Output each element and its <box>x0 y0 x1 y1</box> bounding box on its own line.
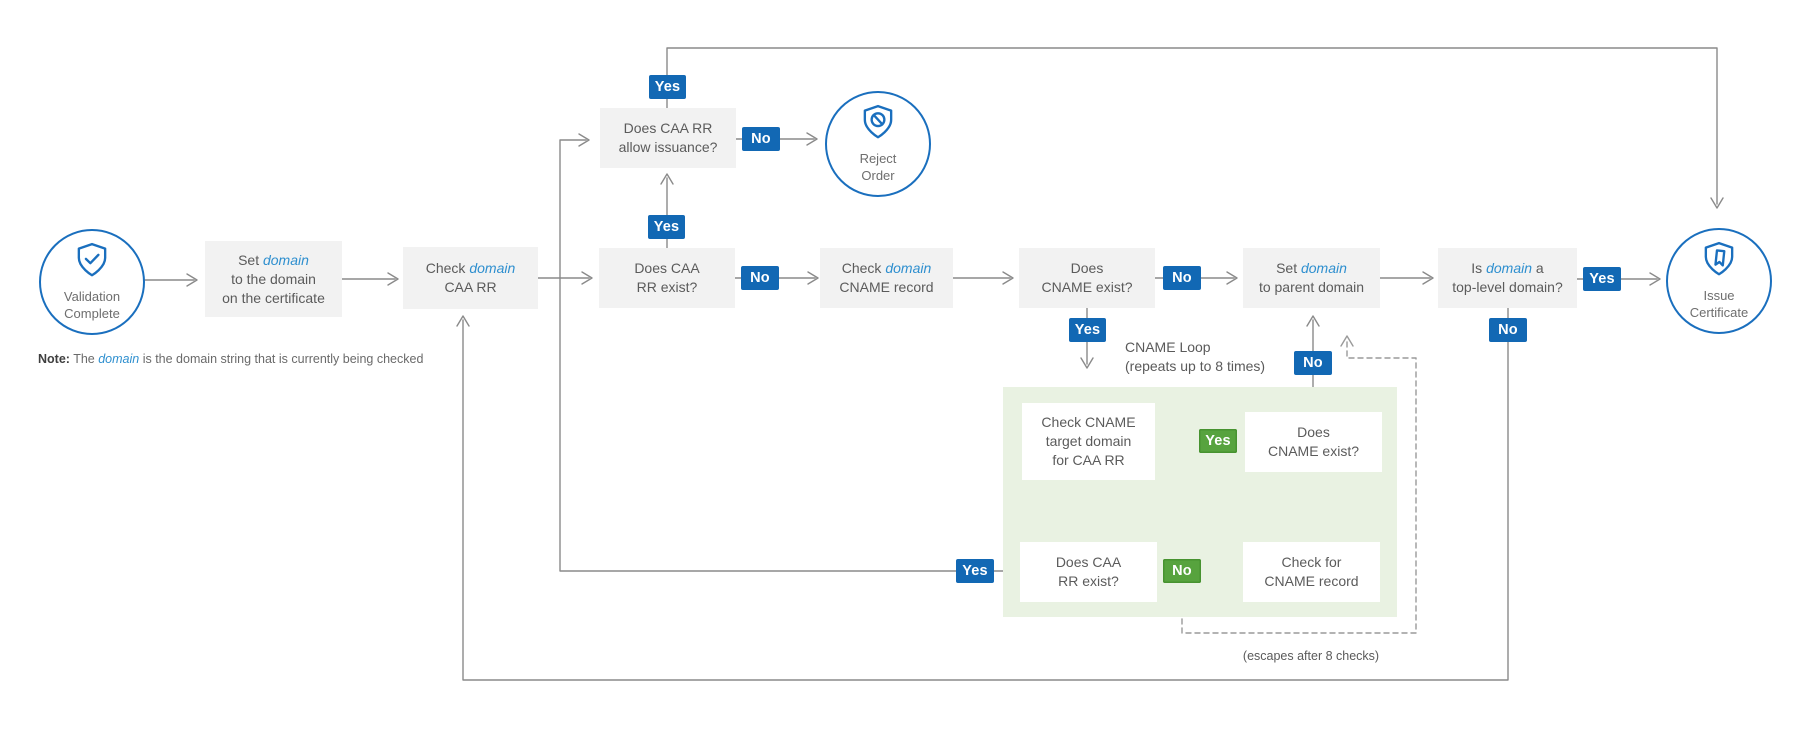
node-validation-complete: Validation Complete <box>39 229 145 335</box>
node-reject-order: Reject Order <box>825 91 931 197</box>
terminal-label: Certificate <box>1689 305 1749 320</box>
box-does-cname-exist: Does CNAME exist? <box>1019 248 1155 308</box>
domain-term: domain <box>1486 260 1532 276</box>
box-set-domain-cert: Set domain to the domain on the certific… <box>205 241 342 317</box>
box-set-domain-parent: Set domain to parent domain <box>1243 248 1380 308</box>
domain-term: domain <box>469 260 516 276</box>
box-does-cname-exist-loop: Does CNAME exist? <box>1245 412 1382 472</box>
box-does-caa-rr-exist: Does CAA RR exist? <box>599 248 735 308</box>
terminal-label: Complete <box>64 306 120 321</box>
domain-term: domain <box>1300 260 1347 276</box>
box-does-caa-rr-exist-loop: Does CAA RR exist? <box>1020 542 1157 602</box>
badge-no-cname-to-parent: No <box>1163 266 1201 290</box>
terminal-label: Order <box>861 168 895 183</box>
box-check-cname-target: Check CNAME target domain for CAA RR <box>1022 403 1155 480</box>
domain-term: domain <box>885 260 932 276</box>
line-setdomain-to-checkcaa <box>341 272 399 286</box>
box-check-for-cname-record: Check for CNAME record <box>1243 542 1380 602</box>
badge-no-to-reject: No <box>742 127 780 151</box>
badge-yes-cname-to-loop: Yes <box>1069 318 1106 342</box>
domain-term: domain <box>262 251 309 268</box>
badge-no-tld-loop: No <box>1489 318 1527 342</box>
shield-certificate-icon <box>1702 241 1736 281</box>
line-checkcaa-to-caaexist <box>537 271 593 285</box>
shield-block-icon <box>861 104 895 144</box>
badge-yes-allow-to-issue: Yes <box>649 75 686 99</box>
escape-label: (escapes after 8 checks) <box>1242 649 1380 663</box>
badge-no-exist-to-cname: No <box>741 266 779 290</box>
badge-yes-loopcaa-to-allow: Yes <box>956 559 994 583</box>
line-validation-to-setdomain <box>140 273 198 287</box>
line-yes-loopcaa-to-allow <box>559 133 1021 572</box>
badge-yes-exist-to-allow: Yes <box>648 215 685 239</box>
terminal-label: Issue <box>1703 288 1735 303</box>
line-escape-arrowhead <box>1340 335 1354 347</box>
badge-no-loopcname-to-parent: No <box>1294 351 1332 375</box>
cname-loop-label: CNAME Loop (repeats up to 8 times) <box>1125 339 1266 374</box>
box-check-domain-caa-rr: Check domain CAA RR <box>403 247 538 309</box>
shield-check-icon <box>75 242 109 282</box>
node-issue-certificate: Issue Certificate <box>1666 228 1772 334</box>
line-checkcname-to-cnameexist <box>952 271 1014 285</box>
note-text: Note: The domain is the domain string th… <box>38 352 424 366</box>
badge-yes-loopcname-to-target: Yes <box>1199 429 1237 453</box>
box-does-caa-allow-issuance: Does CAA RR allow issuance? <box>600 108 736 168</box>
badge-yes-tld-to-issue: Yes <box>1583 267 1621 291</box>
terminal-label: Reject <box>859 151 897 166</box>
domain-term: domain <box>98 352 140 366</box>
line-parent-to-toplevel <box>1379 271 1434 285</box>
terminal-label: Validation <box>63 289 121 304</box>
line-yes-allow-to-issue <box>666 47 1724 209</box>
box-is-top-level-domain: Is domain a top-level domain? <box>1438 248 1577 308</box>
badge-no-loopcaa-to-checkcname: No <box>1163 559 1201 583</box>
box-check-domain-cname: Check domain CNAME record <box>820 248 953 308</box>
